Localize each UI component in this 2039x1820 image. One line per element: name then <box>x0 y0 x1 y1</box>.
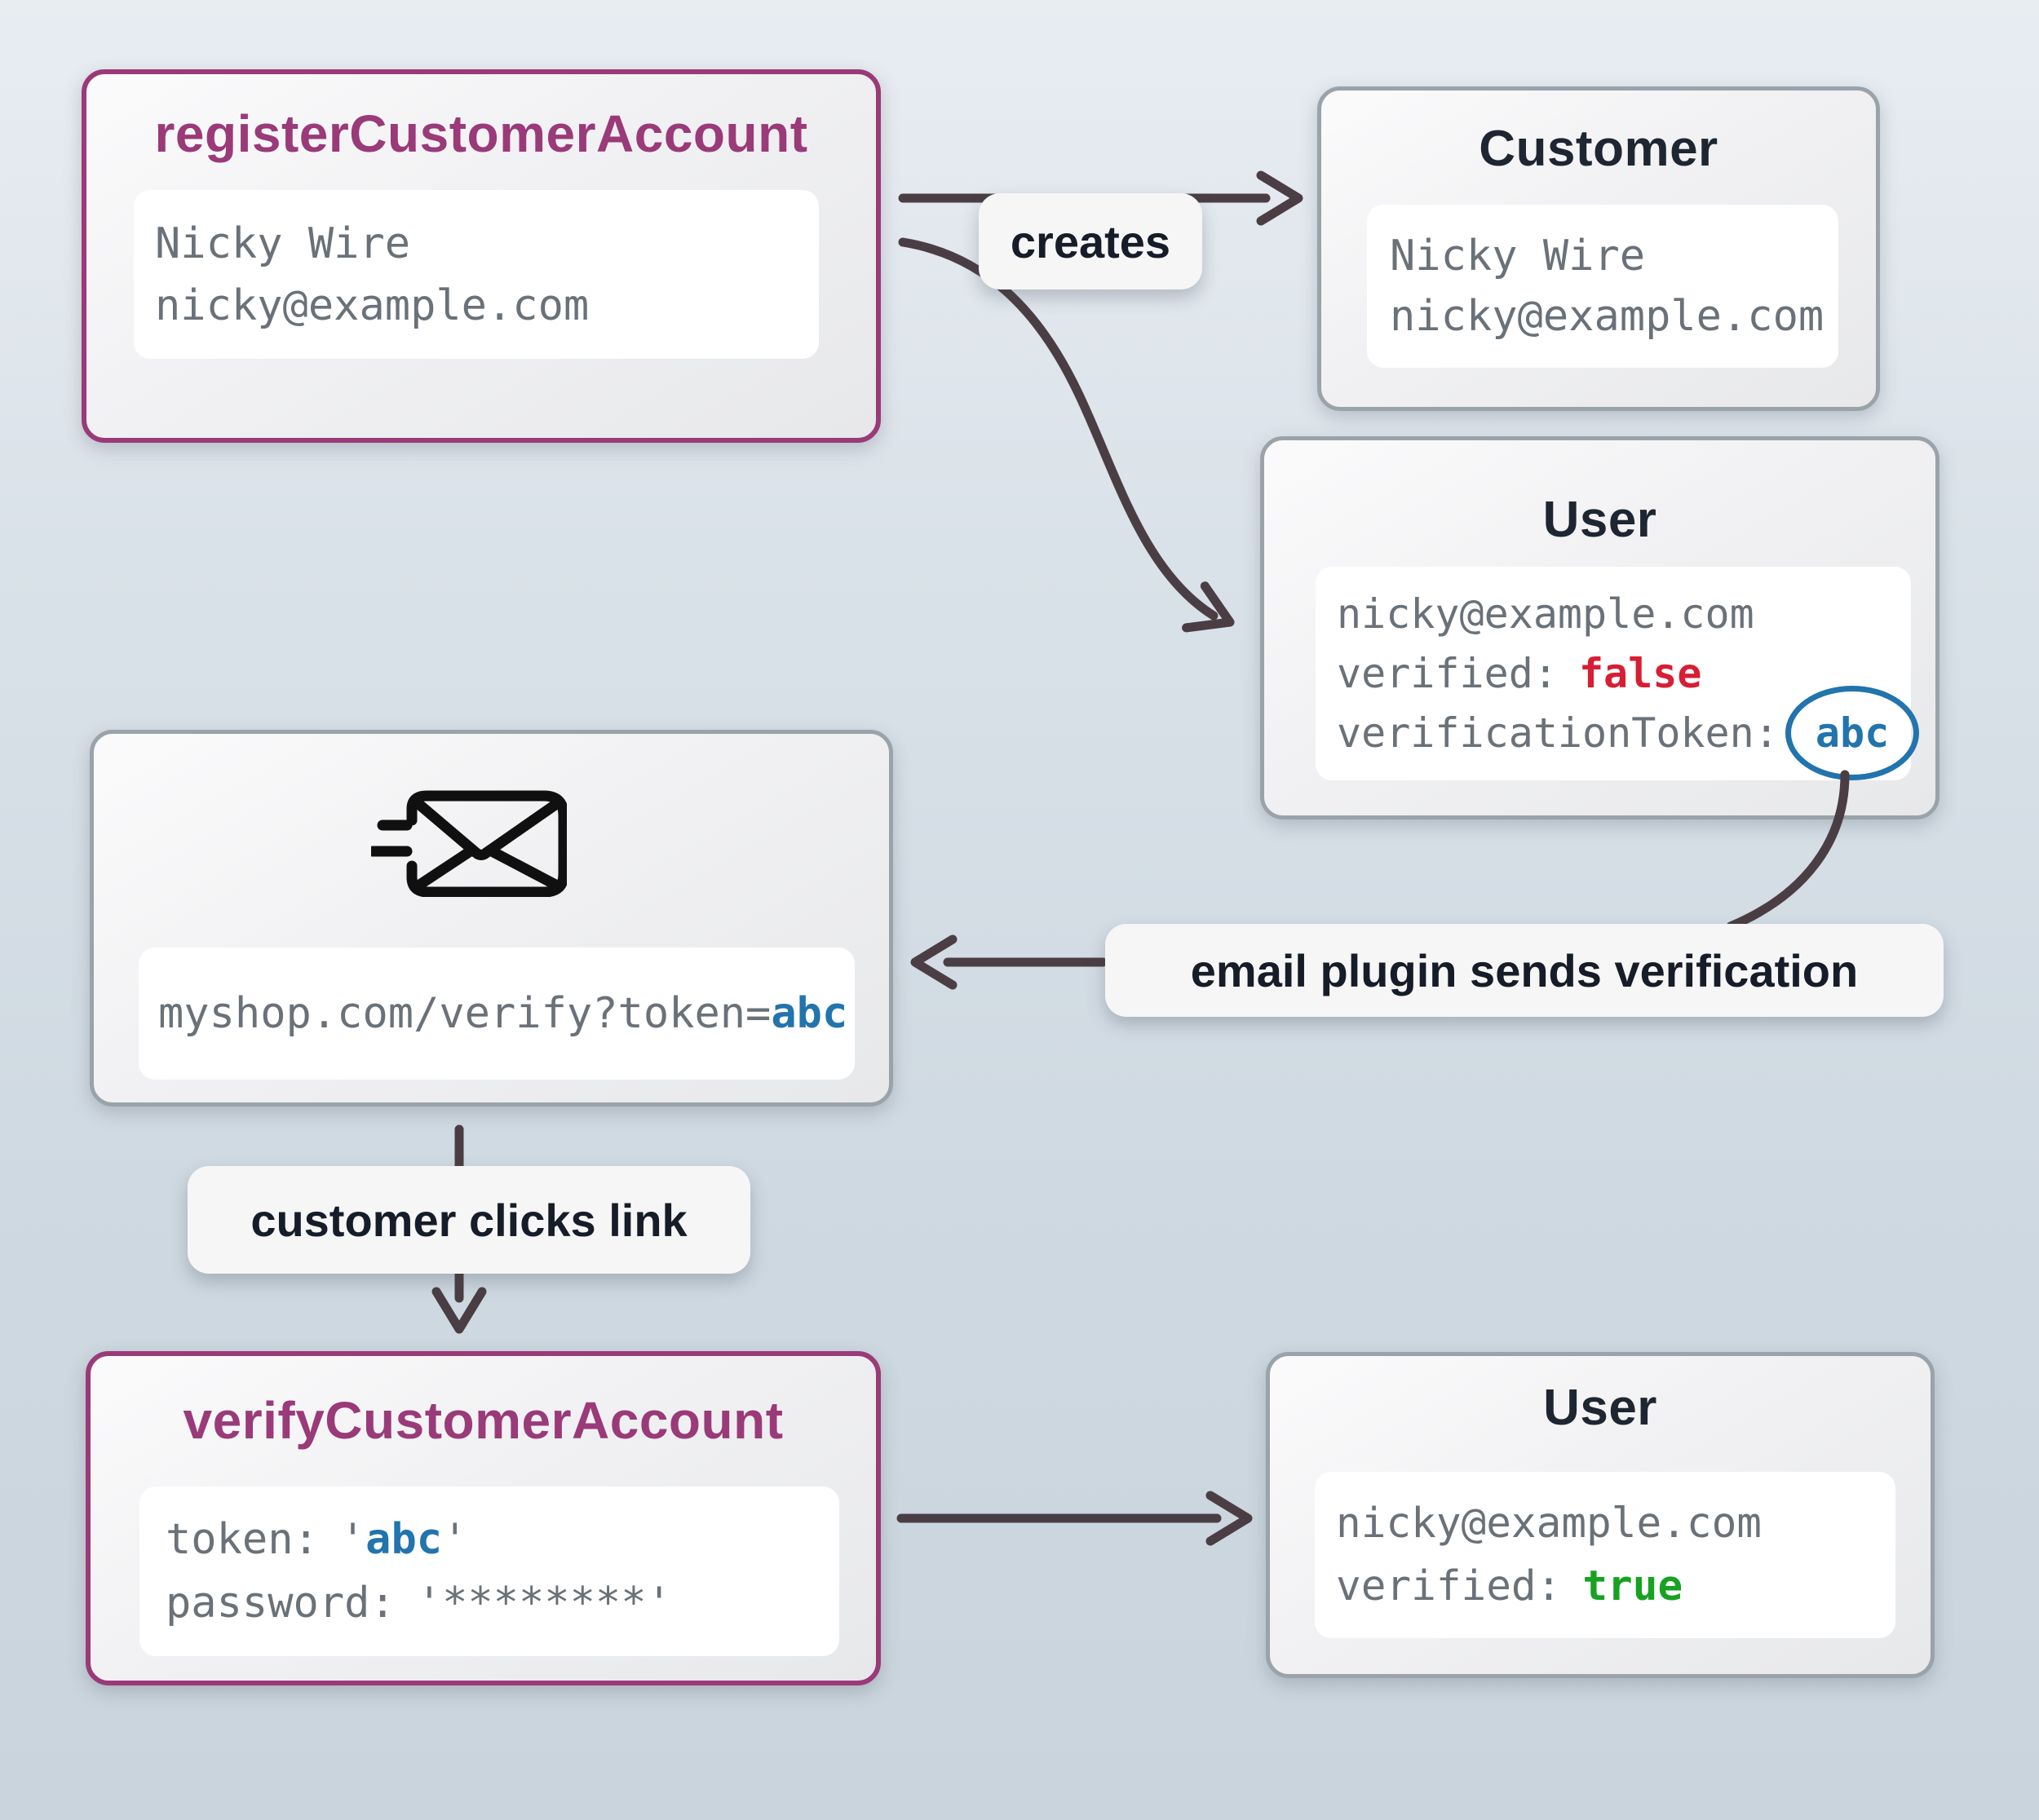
customer-node-title: Customer <box>1479 121 1718 177</box>
arrow-verify-to-user-head <box>1205 1491 1253 1546</box>
verified-label: verified: <box>1337 649 1558 697</box>
register-customer-account-node: registerCustomerAccount Nicky Wire nicky… <box>82 69 881 443</box>
register-node-title: registerCustomerAccount <box>154 104 808 163</box>
password-label: password: <box>166 1579 396 1628</box>
verification-link-line: myshop.com/verify?token=abc <box>158 983 855 1045</box>
customer-node-card: Nicky Wire nicky@example.com <box>1367 205 1838 368</box>
user-verified-email-line: nicky@example.com <box>1336 1500 1762 1548</box>
customer-name-line: Nicky Wire <box>1390 232 1646 281</box>
user-verified-card: nicky@example.com verified: true <box>1315 1472 1895 1638</box>
register-name-line: Nicky Wire <box>155 219 411 268</box>
customer-clicks-edge-label: customer clicks link <box>188 1166 750 1274</box>
user-unverified-card: nicky@example.com verified: false verific… <box>1316 567 1920 780</box>
email-plugin-edge-label: email plugin sends verification <box>1105 924 1944 1017</box>
verify-customer-account-node: verifyCustomerAccount token: 'abc' passwo… <box>86 1351 881 1685</box>
verification-token-label: verificationToken: <box>1337 709 1779 757</box>
token-close-quote: ' <box>442 1515 468 1564</box>
arrow-register-to-customer-head <box>1256 170 1303 226</box>
verification-link-card: myshop.com/verify?token=abc <box>139 948 855 1080</box>
user-verified-verified-line: verified: true <box>1336 1555 1895 1618</box>
arrow-register-to-user <box>898 237 1219 621</box>
register-node-card: Nicky Wire nicky@example.com <box>134 190 819 359</box>
arrow-email-to-verify-head <box>431 1287 487 1334</box>
token-value: abc <box>1815 709 1890 757</box>
creates-edge-label: creates <box>979 193 1202 289</box>
user-unverified-node: User nicky@example.com verified: false ve… <box>1260 436 1939 819</box>
verify-token-line: token: 'abc' <box>166 1508 839 1571</box>
verified-true-value: true <box>1582 1562 1683 1610</box>
customer-node: Customer Nicky Wire nicky@example.com <box>1317 86 1880 411</box>
user-verified-title: User <box>1543 1380 1657 1436</box>
arrow-register-to-user-head <box>1182 581 1235 633</box>
user-unverified-token-line: verificationToken: abc <box>1337 686 1920 780</box>
verify-node-card: token: 'abc' password: '********' <box>139 1486 839 1656</box>
user-unverified-email-line: nicky@example.com <box>1337 590 1754 638</box>
verification-url-token: abc <box>771 989 848 1038</box>
customer-email-line: nicky@example.com <box>1390 292 1824 341</box>
user-unverified-verified-line: verified: false <box>1337 644 1911 704</box>
verified-label-2: verified: <box>1336 1562 1562 1610</box>
user-verified-node: User nicky@example.com verified: true <box>1266 1352 1935 1678</box>
verify-password-line: password: '********' <box>166 1571 839 1635</box>
connector-token-to-plugin-label <box>1726 770 1850 931</box>
token-label: token: <box>166 1515 319 1564</box>
register-email-line: nicky@example.com <box>155 281 590 330</box>
token-highlight-circle: abc <box>1785 686 1920 780</box>
verification-url-prefix: myshop.com/verify?token= <box>158 989 772 1038</box>
verified-false-value: false <box>1578 649 1702 697</box>
verify-node-title: verifyCustomerAccount <box>183 1391 784 1450</box>
user-unverified-title: User <box>1542 492 1657 548</box>
arrow-plugin-to-email-head <box>910 934 958 990</box>
password-value: '********' <box>416 1579 672 1628</box>
verification-email-node: myshop.com/verify?token=abc <box>90 730 893 1107</box>
mail-send-icon <box>371 790 567 897</box>
verify-token-value: abc <box>365 1515 443 1564</box>
token-open-quote: ' <box>339 1515 366 1564</box>
